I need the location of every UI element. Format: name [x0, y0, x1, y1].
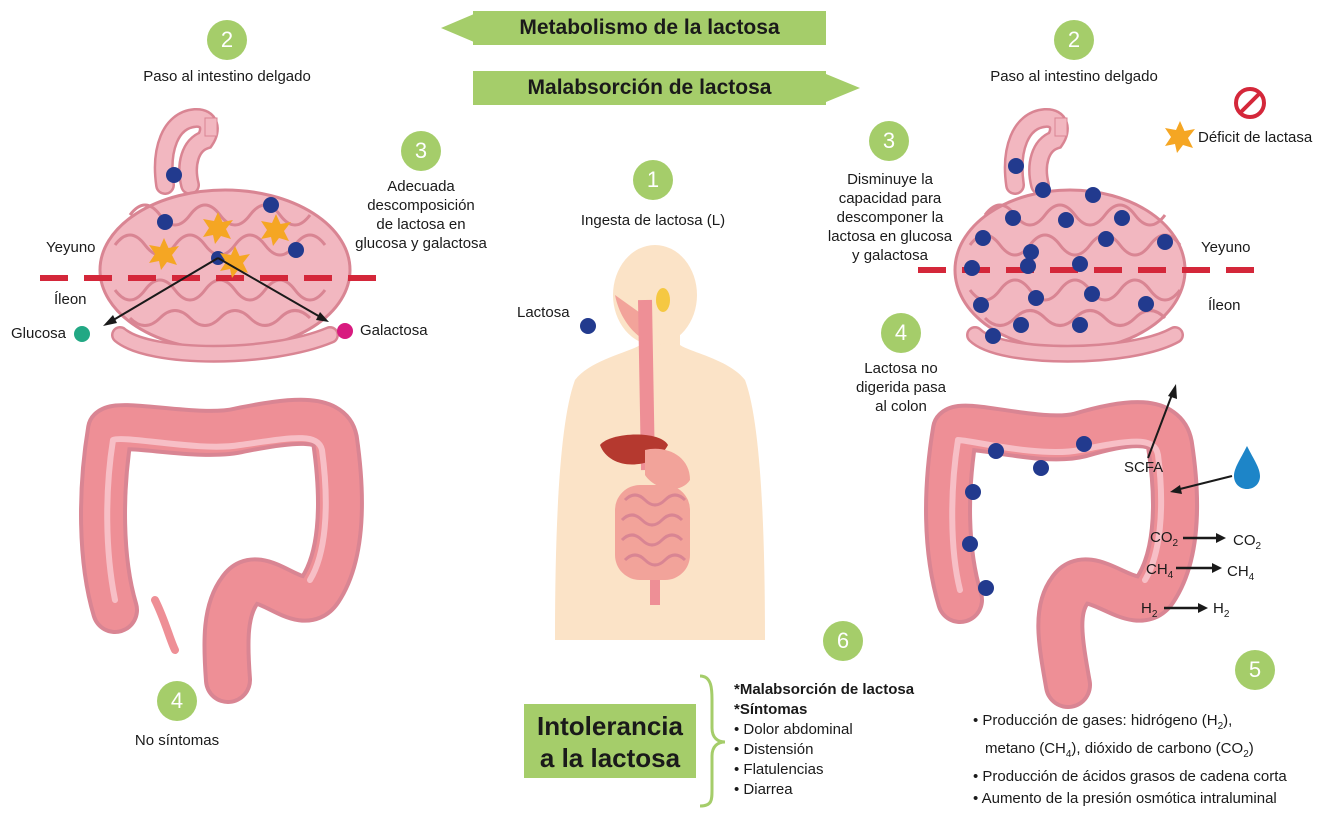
human-body-illustration — [555, 245, 765, 640]
forbidden-icon — [1236, 89, 1264, 117]
left-ileon-label: Íleon — [54, 290, 87, 309]
step-number-2-right: 2 — [1054, 20, 1094, 60]
symptom-item: • Flatulencias — [734, 760, 914, 780]
gas-ch4-in: CH4 — [1146, 560, 1173, 585]
galactosa-label: Galactosa — [360, 321, 428, 340]
step-number-5: 5 — [1235, 650, 1275, 690]
step-number-3-left: 3 — [401, 131, 441, 171]
galactose-dot-icon — [337, 323, 353, 339]
left-step4-label: No síntomas — [107, 731, 247, 750]
symptoms-header-malabsorption: *Malabsorción de lactosa — [734, 680, 914, 700]
left-arrow-icon — [441, 14, 474, 42]
gas-h2-in: H2 — [1141, 599, 1157, 624]
deficit-star-icon — [1165, 121, 1195, 153]
right-yeyuno-label: Yeyuno — [1201, 238, 1251, 257]
effects-list: • Producción de gases: hidrógeno (H2), m… — [973, 710, 1287, 810]
intolerance-box: Intolerancia a la lactosa — [524, 704, 696, 778]
step-number-2-left: 2 — [207, 20, 247, 60]
lactose-dot-icon — [580, 318, 596, 334]
symptoms-list: *Malabsorción de lactosa *Síntomas • Dol… — [734, 680, 914, 800]
symptom-item: • Dolor abdominal — [734, 720, 914, 740]
lactosa-label: Lactosa — [517, 303, 570, 322]
effect-scfa: • Producción de ácidos grasos de cadena … — [973, 766, 1287, 788]
left-colon — [103, 422, 340, 680]
right-arrow-icon — [826, 74, 860, 102]
symptom-item: • Distensión — [734, 740, 914, 760]
curly-brace-icon — [700, 676, 725, 806]
right-step2-label: Paso al intestino delgado — [964, 67, 1184, 86]
effect-osmotic: • Aumento de la presión osmótica intralu… — [973, 788, 1287, 810]
gas-co2-in: CO2 — [1150, 528, 1178, 553]
step-number-1: 1 — [633, 160, 673, 200]
symptoms-header-symptoms: *Síntomas — [734, 700, 914, 720]
banner-malabsorption: Malabsorción de lactosa — [473, 71, 826, 105]
right-step3-label: Disminuye la capacidad para descomponer … — [810, 170, 970, 265]
step-number-4-right: 4 — [881, 313, 921, 353]
effect-gases-cont: metano (CH4), dióxido de carbono (CO2) — [973, 738, 1287, 766]
banner-metabolism: Metabolismo de la lactosa — [473, 11, 826, 45]
left-yeyuno-label: Yeyuno — [46, 238, 96, 257]
effect-gases: • Producción de gases: hidrógeno (H2), — [973, 710, 1287, 738]
gas-ch4-out: CH4 — [1227, 562, 1254, 587]
ingesta-label: Ingesta de lactosa (L) — [553, 211, 753, 230]
symptom-item: • Diarrea — [734, 780, 914, 800]
right-ileon-label: Íleon — [1208, 296, 1241, 315]
step-number-3-right: 3 — [869, 121, 909, 161]
glucose-dot-icon — [74, 326, 90, 342]
deficit-label: Déficit de lactasa — [1198, 128, 1312, 147]
left-step3-label: Adecuada descomposición de lactosa en gl… — [340, 177, 502, 253]
gas-h2-out: H2 — [1213, 599, 1229, 624]
scfa-label: SCFA — [1124, 458, 1163, 477]
gas-co2-out: CO2 — [1233, 531, 1261, 556]
right-step4-label: Lactosa no digerida pasa al colon — [830, 359, 972, 416]
water-drop-icon — [1234, 446, 1260, 489]
step-number-6: 6 — [823, 621, 863, 661]
left-step2-label: Paso al intestino delgado — [117, 67, 337, 86]
step-number-4-left: 4 — [157, 681, 197, 721]
glucosa-label: Glucosa — [11, 324, 66, 343]
